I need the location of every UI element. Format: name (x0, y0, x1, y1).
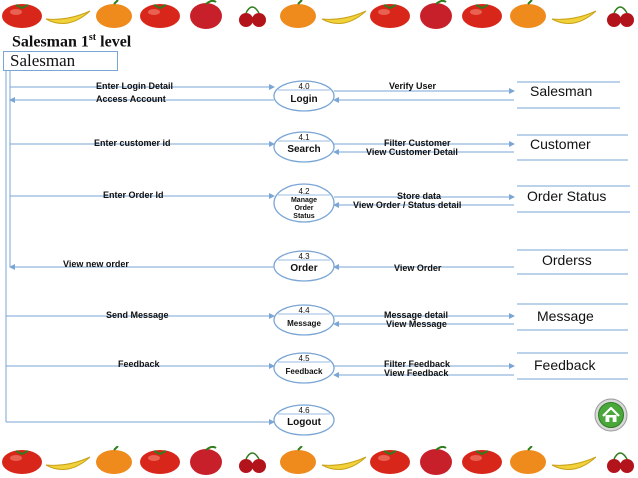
fruit-icon (420, 446, 452, 475)
fruit-icon (551, 10, 597, 24)
process-id-4-2: 4.2 (298, 187, 310, 196)
fruit-icon (462, 450, 502, 474)
flow-view-customer-detail: View Customer Detail (366, 147, 458, 157)
flow-view-feedback: View Feedback (384, 368, 449, 378)
process-ellipse-message (273, 304, 335, 336)
store-message: Message (537, 308, 594, 324)
flow-view-order: View Order (394, 263, 442, 273)
home-icon[interactable] (594, 398, 628, 432)
fruit-icon (280, 0, 316, 28)
flow-send-message: Send Message (106, 310, 169, 320)
page-title: Salesman 1st level (12, 32, 132, 51)
flow-store-data: Store data (397, 191, 442, 201)
external-entity-salesman: Salesman (10, 51, 76, 70)
process-id-4-5: 4.5 (298, 354, 310, 363)
flow-feedback: Feedback (118, 359, 160, 369)
process-name-feedback: Feedback (285, 367, 323, 376)
process-id-4-3: 4.3 (298, 252, 310, 261)
process-name-login: Login (290, 94, 318, 105)
process-ellipse-search (273, 131, 335, 163)
flow-view-order-status-detail: View Order / Status detail (353, 200, 462, 210)
fruit-icon (190, 446, 222, 475)
process-ellipse-feedback (273, 352, 335, 384)
flow-verify-user: Verify User (389, 81, 437, 91)
flow-filter-customer: Filter Customer (384, 138, 451, 148)
flow-enter-login-detail: Enter Login Detail (96, 81, 174, 91)
process-id-4-4: 4.4 (298, 306, 310, 315)
flow-filter-feedback: Filter Feedback (384, 359, 451, 369)
fruit-icon (607, 452, 634, 473)
fruit-icon (280, 446, 316, 474)
process-name-manage-order-status: Manage Order Status (290, 197, 318, 220)
store-orderss: Orderss (542, 252, 592, 268)
fruit-icon (140, 4, 180, 28)
flow-enter-order-id: Enter Order Id (103, 190, 164, 200)
process-name-message: Message (287, 319, 321, 328)
external-entity-box (3, 51, 118, 71)
store-order-status: Order Status (527, 188, 607, 204)
store-customer: Customer (530, 136, 591, 152)
fruit-icon (239, 6, 266, 27)
flow-access-account: Access Account (96, 94, 166, 104)
fruit-icon (321, 456, 367, 470)
fruit-icon (551, 456, 597, 470)
fruit-icon (140, 450, 180, 474)
fruit-icon (510, 446, 546, 474)
fruit-icon (45, 456, 91, 470)
flow-message-detail: Message detail (384, 310, 449, 320)
fruit-icon (2, 450, 42, 474)
process-ellipse-manage (273, 183, 335, 223)
flow-enter-customer-id: Enter customer id (94, 138, 171, 148)
fruit-icon (321, 10, 367, 24)
process-id-4-0: 4.0 (298, 82, 310, 91)
process-name-order: Order (290, 263, 318, 274)
fruit-icon (510, 0, 546, 28)
process-ellipse-order (273, 250, 335, 282)
process-name-search: Search (287, 144, 321, 155)
fruit-icon (239, 452, 266, 473)
store-feedback: Feedback (534, 357, 596, 373)
process-ellipse-logout (273, 404, 335, 436)
fruit-icon (462, 4, 502, 28)
fruit-icon (190, 0, 222, 29)
fruit-icon (2, 4, 42, 28)
fruit-border-bottom (2, 446, 634, 475)
process-id-4-1: 4.1 (298, 133, 310, 142)
process-name-logout: Logout (287, 417, 321, 428)
process-id-4-6: 4.6 (298, 406, 310, 415)
process-ellipse-login (273, 80, 335, 112)
fruit-icon (370, 450, 410, 474)
flow-view-new-order: View new order (63, 259, 129, 269)
fruit-border-top (2, 0, 634, 29)
store-salesman: Salesman (530, 83, 593, 99)
fruit-icon (96, 446, 132, 474)
flow-view-message: View Message (386, 319, 447, 329)
fruit-icon (607, 6, 634, 27)
fruit-icon (420, 0, 452, 29)
fruit-icon (96, 0, 132, 28)
fruit-icon (370, 4, 410, 28)
fruit-icon (45, 10, 91, 24)
